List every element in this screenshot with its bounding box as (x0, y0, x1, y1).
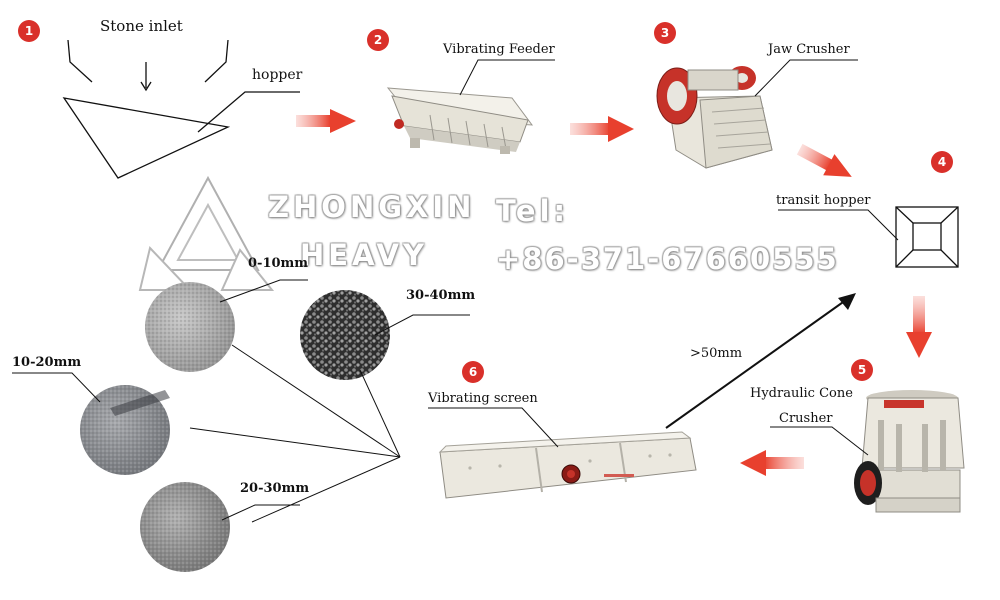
stone-sample-10-20 (80, 385, 170, 475)
return-arrow-gt50 (665, 293, 856, 429)
label-vibrating-screen: Vibrating screen (428, 391, 538, 406)
label-hopper: hopper (252, 67, 303, 83)
label-gt50: >50mm (690, 346, 743, 361)
step-badge-4: 4 (931, 151, 953, 173)
hydraulic-cone-leader (770, 426, 869, 456)
stone-sample-20-30 (140, 482, 230, 572)
step-badge-6: 6 (462, 361, 484, 383)
watermark-company-2: HEAVY (300, 238, 428, 272)
label-jaw-crusher: Jaw Crusher (768, 42, 850, 57)
vibrating-feeder-leader (459, 59, 555, 96)
hydraulic-cone-crusher-machine (854, 390, 965, 513)
jaw-crusher-machine (656, 66, 773, 169)
label-hydraulic-cone-1: Hydraulic Cone (750, 386, 853, 401)
transit-hopper-leader (778, 209, 899, 241)
label-size-20-30: 20-30mm (240, 481, 310, 496)
vibrating-feeder-machine (386, 87, 534, 154)
stone-sample-30-40 (300, 290, 390, 380)
transit-hopper-symbol (895, 206, 959, 268)
flow-arrow-3-4 (796, 143, 852, 177)
flow-arrow-1-2 (296, 109, 356, 133)
sample-leaders (12, 279, 470, 521)
label-size-10-20: 10-20mm (12, 355, 82, 370)
watermark-company-1: ZHONGXIN (268, 190, 476, 224)
label-size-0-10: 0-10mm (248, 256, 309, 271)
watermark-tel-number: +86-371-67660555 (496, 242, 839, 276)
label-vibrating-feeder: Vibrating Feeder (443, 42, 555, 57)
output-convergence-lines (189, 344, 401, 523)
stone-sample-0-10 (145, 282, 235, 372)
step-badge-2: 2 (367, 29, 389, 51)
step-badge-3: 3 (654, 22, 676, 44)
watermark-logo-icon (138, 175, 275, 291)
flow-arrow-4-5 (906, 296, 932, 358)
label-stone-inlet: Stone inlet (100, 17, 183, 35)
label-transit-hopper: transit hopper (776, 193, 871, 208)
jaw-crusher-leader (754, 59, 858, 97)
label-size-30-40: 30-40mm (406, 288, 476, 303)
vibrating-screen-leader (428, 407, 559, 448)
vibrating-screen-machine (438, 431, 697, 499)
label-hydraulic-cone-2: Crusher (779, 411, 833, 426)
stone-inlet-hopper (62, 39, 300, 179)
watermark-tel-label: Tel: (496, 194, 570, 228)
step-badge-1: 1 (18, 20, 40, 42)
step-badge-5: 5 (851, 359, 873, 381)
flow-arrow-2-3 (570, 116, 634, 142)
flow-arrow-5-6 (740, 450, 804, 476)
